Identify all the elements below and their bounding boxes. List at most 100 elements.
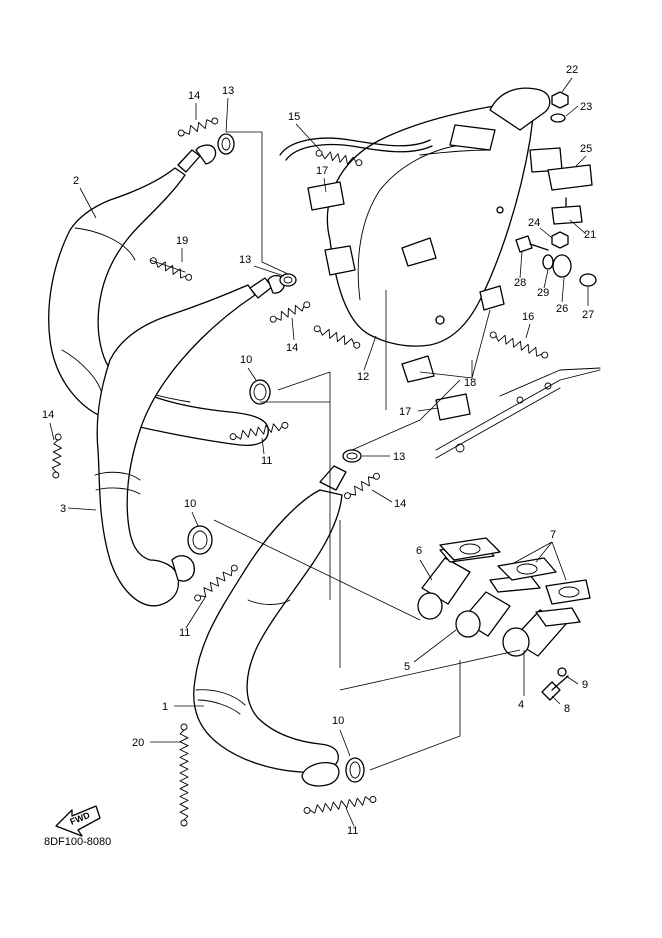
frame-outline [435,367,601,459]
callout-12: 12 [357,371,369,383]
callout-ticks [49,77,589,827]
spring-11-b [199,569,233,597]
callout-24: 24 [528,217,540,229]
spring-12-hook [313,325,321,333]
exhaust-pipe-4 [502,607,581,657]
spring-14-a-hook [211,117,219,125]
callout-14-a: 14 [188,90,200,102]
callout-10-b: 10 [184,498,196,510]
spring-11-a [235,423,283,440]
forward-arrow-icon: FWD [55,805,101,837]
rubber-mount-12 [324,245,356,276]
nut-24 [551,231,569,249]
gasket-13-c [342,449,362,463]
callout-1: 1 [162,701,168,713]
callout-21: 21 [584,229,596,241]
hose-15 [279,137,433,161]
collar-27 [579,273,597,287]
spring-14-b-hook [303,301,311,309]
callout-17-a: 17 [316,165,328,177]
silencer-body [326,87,563,347]
callout-10-c: 10 [332,715,344,727]
gasket-10-a [249,379,271,405]
spring-11-c-hook [369,796,377,803]
callout-26: 26 [556,303,568,315]
exhaust-pipe-5 [455,574,541,638]
spring-14-d-hook [344,492,351,500]
callout-13-a: 13 [222,85,234,97]
spring-20 [179,729,189,821]
callout-3: 3 [60,503,66,515]
spring-14-b [275,304,305,321]
callout-8: 8 [564,703,570,715]
spring-12 [319,328,355,346]
callout-13-b: 13 [239,254,251,266]
callout-19: 19 [176,235,188,247]
spring-11-b-hook [194,594,202,602]
damper-21 [551,197,583,225]
spring-15-hook [315,149,323,157]
spring-12-hook [353,341,361,349]
callout-14-d: 14 [394,498,406,510]
callout-4: 4 [518,699,524,711]
spring-16-hook [541,351,549,359]
callout-9: 9 [582,679,588,691]
washer-29 [542,254,554,270]
washer-23 [550,113,566,123]
callout-6: 6 [416,545,422,557]
callout-17-b: 17 [399,406,411,418]
spring-19 [155,261,187,279]
callout-16: 16 [522,311,534,323]
gasket-13-a [217,133,235,155]
callout-22: 22 [566,64,578,76]
spring-14-d-hook [373,472,380,480]
spring-20-hook [180,819,188,827]
washer-9 [557,667,567,677]
spring-16 [495,334,543,357]
callout-labels: 1 2 3 4 5 6 7 8 9 10 10 10 11 11 11 12 1… [42,64,596,837]
callout-5: 5 [404,661,410,673]
spring-15 [321,151,357,165]
bolt-28 [515,235,549,253]
callout-11-c: 11 [347,825,358,837]
callout-14-b: 14 [286,342,298,354]
callout-14-c: 14 [42,409,54,421]
spring-11-c [309,796,371,814]
callout-11-b: 11 [179,627,190,639]
springs [51,117,549,827]
spring-14-b-hook [269,315,277,323]
bracket-18 [401,237,505,383]
callout-28: 28 [514,277,526,289]
callout-23: 23 [580,101,592,113]
spring-15-hook [355,159,363,167]
nut-22 [551,91,569,109]
callout-25: 25 [580,143,592,155]
spring-11-b-hook [230,564,238,572]
gaskets-7 [439,537,591,605]
spring-14-c [51,439,62,473]
callout-29: 29 [537,287,549,299]
callout-11-a: 11 [261,455,272,467]
callout-2: 2 [73,175,79,187]
exhaust-chamber-1 [193,465,347,787]
spring-14-c-hook [52,471,60,479]
spring-14-d [349,476,375,496]
bracket-25 [547,164,593,191]
callout-20: 20 [132,737,144,749]
spring-16-hook [489,331,497,339]
spring-14-a [183,119,213,135]
spring-20-hook [180,723,188,731]
spring-19-hook [149,257,157,265]
spring-11-a-hook [281,421,289,429]
drawing-code: 8DF100-8080 [44,836,111,848]
exhaust-chamber-2 [48,144,269,446]
spring-19-hook [185,273,193,281]
callout-7: 7 [550,529,556,541]
bracket-17 [307,181,471,421]
spring-14-c-hook [54,433,62,441]
callout-15: 15 [288,111,300,123]
callout-10-a: 10 [240,354,252,366]
bolt-8 [541,675,569,701]
callout-18: 18 [464,377,476,389]
